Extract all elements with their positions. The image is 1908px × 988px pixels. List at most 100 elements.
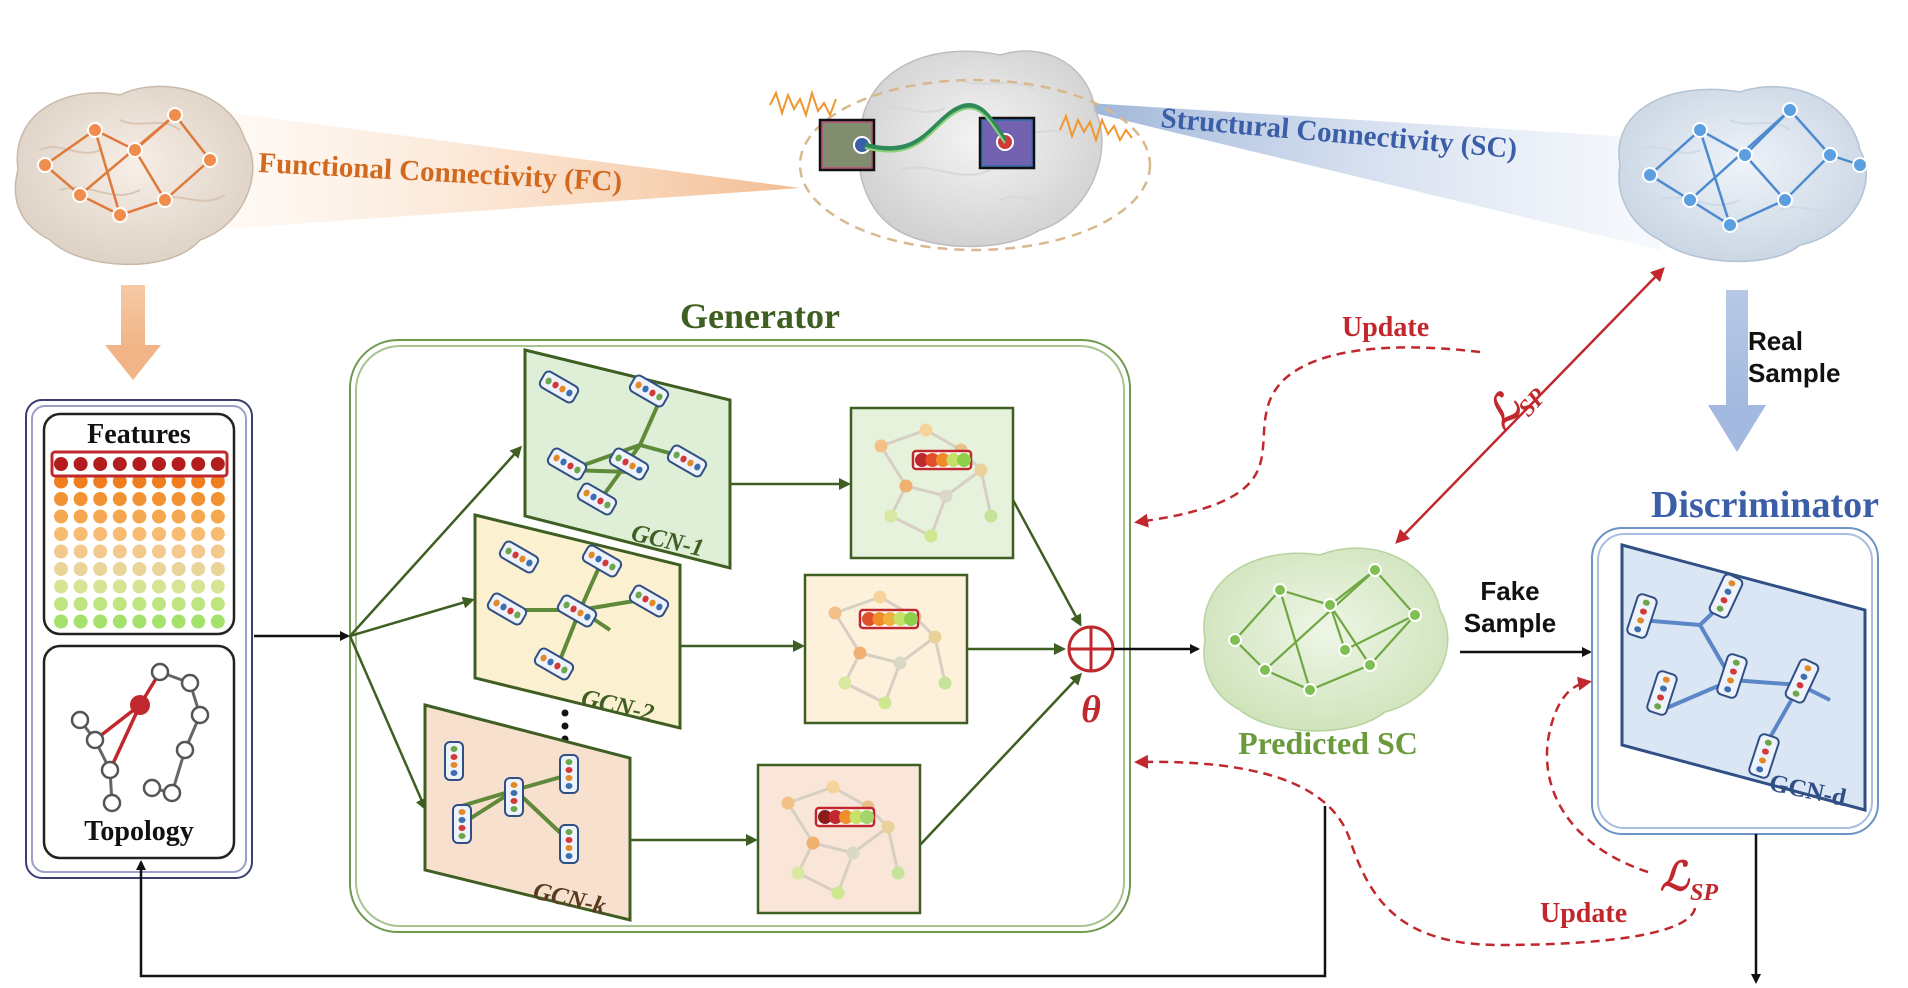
- topology-graph: [70, 662, 210, 813]
- node-vector: [576, 482, 618, 516]
- feature-cell: [210, 457, 225, 471]
- gcn-d-node-vectors: [1626, 573, 1820, 779]
- fake-sample-label-1: Fake: [1480, 576, 1539, 606]
- sc-beam: [1040, 100, 1680, 250]
- node-vector: [581, 544, 623, 578]
- feature-cell: [152, 544, 166, 559]
- node-vector: [1748, 733, 1780, 779]
- update-path-discriminator: [1545, 676, 1649, 874]
- node-vector: [546, 447, 588, 481]
- output-node: [878, 696, 892, 710]
- feature-cell: [152, 579, 166, 594]
- node-vector: [608, 447, 650, 481]
- feature-cell: [210, 614, 225, 629]
- feature-cell: [210, 492, 225, 506]
- topology-label: Topology: [84, 816, 193, 847]
- output-node: [853, 646, 867, 660]
- feature-cell: [73, 492, 88, 506]
- feature-cell: [191, 544, 206, 559]
- node-vector: [1716, 653, 1748, 699]
- input-panel: [25, 399, 253, 879]
- feature-cell: [191, 579, 206, 594]
- feature-matrix: [54, 457, 225, 629]
- node-vector: [628, 374, 670, 408]
- predicted-sc-brain: [1203, 547, 1449, 732]
- feature-cell: [54, 614, 68, 629]
- feature-cell: [54, 474, 68, 489]
- node-vector: [538, 370, 580, 404]
- feature-cell: [73, 597, 88, 611]
- feature-cell: [152, 597, 166, 611]
- feature-cell: [112, 492, 127, 506]
- output-node: [924, 529, 938, 543]
- features-label: Features: [87, 419, 191, 450]
- node-vector: [1708, 573, 1744, 619]
- output-node: [828, 606, 842, 620]
- node-vector: [486, 592, 528, 626]
- feature-cell: [171, 579, 186, 594]
- feature-cell: [171, 492, 186, 506]
- feature-cell: [54, 527, 68, 541]
- feature-cell: [210, 527, 225, 541]
- split-arrows: [348, 445, 523, 811]
- center-brain: [769, 50, 1152, 252]
- feature-cell: [73, 579, 88, 594]
- feature-cell: [93, 544, 108, 559]
- feature-cell: [112, 597, 127, 611]
- feature-cell: [210, 474, 225, 489]
- feature-cell: [73, 614, 88, 629]
- predicted-sc-label: Predicted SC: [1238, 725, 1418, 761]
- feature-cell: [93, 527, 108, 541]
- feature-cell: [171, 597, 186, 611]
- node-vector: [666, 444, 708, 478]
- feature-cell: [152, 509, 166, 524]
- lsp-double-arrow: [1395, 267, 1665, 544]
- feature-cell: [171, 562, 186, 576]
- node-vector: [1784, 658, 1820, 704]
- node-vector: [556, 594, 598, 628]
- feature-cell: [93, 457, 108, 471]
- lsp-symbol-bottom: ℒ: [1660, 854, 1691, 899]
- output-node: [873, 590, 887, 604]
- output-node: [846, 846, 860, 860]
- gcn-output-graphs: [781, 423, 998, 900]
- feature-cell: [112, 544, 127, 559]
- feature-cell: [171, 544, 186, 559]
- feature-cell: [191, 562, 206, 576]
- feature-cell: [152, 457, 166, 471]
- feature-cell: [132, 474, 147, 489]
- output-graph: [828, 590, 952, 710]
- output-node: [899, 479, 913, 493]
- output-graph: [781, 780, 905, 900]
- feature-cell: [93, 579, 108, 594]
- feature-cell: [93, 562, 108, 576]
- feature-cell: [152, 492, 166, 506]
- feature-cell: [93, 509, 108, 524]
- node-vector: [559, 754, 579, 794]
- feature-cell: [171, 614, 186, 629]
- feature-highlight-row: [50, 450, 229, 478]
- fc-beam: [210, 110, 800, 230]
- lsp-subscript-bottom: SP: [1690, 880, 1718, 906]
- feature-cell: [73, 474, 88, 489]
- output-node: [928, 630, 942, 644]
- feature-cell: [112, 474, 127, 489]
- feature-cell: [112, 579, 127, 594]
- more-branches-dots: [561, 709, 569, 743]
- feature-cell: [171, 474, 186, 489]
- feature-cell: [93, 474, 108, 489]
- output-node: [974, 463, 988, 477]
- generator-title: Generator: [680, 296, 840, 336]
- update-path-top: [1134, 346, 1481, 528]
- output-graph: [874, 423, 998, 543]
- feature-cell: [93, 597, 108, 611]
- node-vector: [444, 741, 464, 781]
- feature-cell: [73, 544, 88, 559]
- feature-cell: [171, 457, 186, 471]
- discriminator-title: Discriminator: [1651, 484, 1879, 526]
- output-node: [806, 836, 820, 850]
- feature-cell: [132, 579, 147, 594]
- output-node: [938, 676, 952, 690]
- output-node: [939, 489, 953, 503]
- output-node: [826, 780, 840, 794]
